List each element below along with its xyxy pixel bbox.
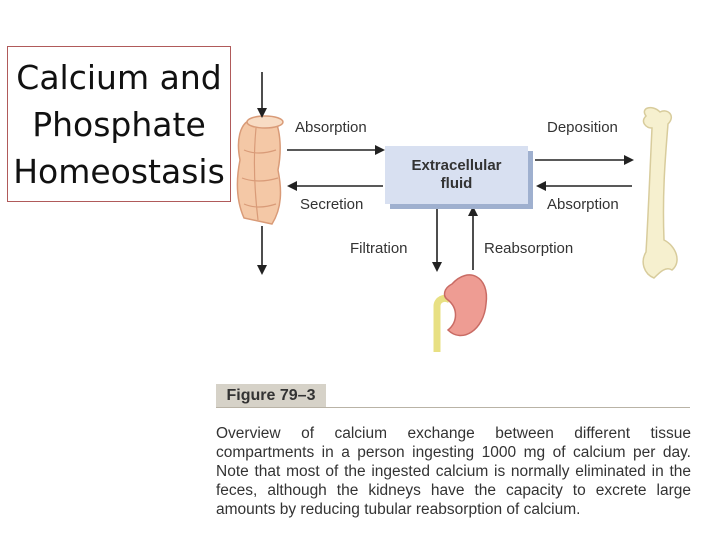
slide-title: Calcium and Phosphate Homeostasis	[13, 57, 225, 191]
figure-caption: Overview of calcium exchange between dif…	[216, 425, 691, 518]
slide-title-box: Calcium and Phosphate Homeostasis	[7, 46, 231, 202]
figure-label: Figure 79–3	[216, 384, 326, 408]
absorption-label-right: Absorption	[547, 196, 619, 213]
reabsorption-label: Reabsorption	[484, 240, 574, 257]
intestine-icon	[236, 115, 284, 225]
arrows	[257, 72, 634, 275]
extracellular-fluid-label: Extracellular fluid	[411, 157, 502, 192]
kidney-icon	[433, 274, 488, 352]
bone-icon	[642, 106, 678, 279]
extracellular-fluid-box: Extracellular fluid	[385, 146, 528, 204]
deposition-label: Deposition	[547, 119, 618, 136]
absorption-label-left: Absorption	[295, 119, 367, 136]
figure-divider	[216, 407, 690, 408]
secretion-label: Secretion	[300, 196, 364, 213]
filtration-label: Filtration	[350, 240, 408, 257]
